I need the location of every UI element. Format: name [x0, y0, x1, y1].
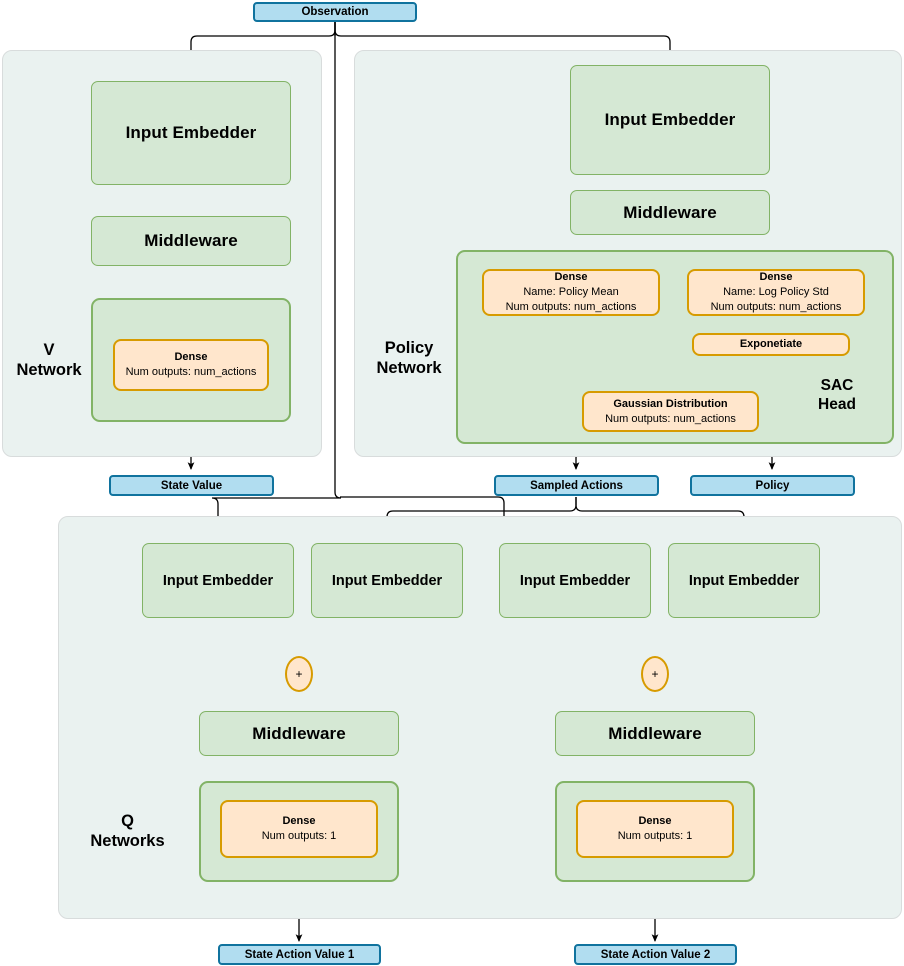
v-middleware-label: Middleware [144, 231, 238, 250]
q1-dense[interactable]: Dense Num outputs: 1 [220, 800, 378, 858]
q2-dense[interactable]: Dense Num outputs: 1 [576, 800, 734, 858]
io-sampled-actions[interactable]: Sampled Actions [494, 475, 659, 496]
q2-dense-title: Dense [638, 815, 672, 828]
policy-middleware[interactable]: Middleware [570, 190, 770, 235]
q1-input-embedder-b[interactable]: Input Embedder [311, 543, 463, 618]
q1-input-embedder-a-label: Input Embedder [162, 572, 274, 589]
dense-log-policy-std-title: Dense [759, 271, 793, 284]
q-networks-label-line1: Q [121, 811, 134, 830]
io-state-action-value-2[interactable]: State Action Value 2 [574, 944, 737, 965]
v-network-label-line2: Network [16, 361, 82, 379]
q1-middleware-label: Middleware [252, 723, 346, 743]
v-dense[interactable]: Dense Num outputs: num_actions [113, 339, 269, 391]
q2-input-embedder-a-label: Input Embedder [519, 572, 631, 589]
io-sampled-actions-label: Sampled Actions [530, 479, 623, 492]
v-dense-title: Dense [174, 351, 208, 364]
q-networks-label: Q Networks [75, 803, 180, 859]
sac-head-label-line1: SAC [820, 377, 854, 395]
v-network-label-line1: V [43, 340, 55, 359]
io-state-action-value-1[interactable]: State Action Value 1 [218, 944, 381, 965]
policy-input-embedder[interactable]: Input Embedder [570, 65, 770, 175]
q1-dense-title: Dense [282, 815, 316, 828]
io-state-value-label: State Value [160, 479, 223, 492]
policy-input-embedder-label: Input Embedder [604, 110, 736, 129]
io-state-action-value-1-label: State Action Value 1 [244, 948, 355, 961]
io-observation-label: Observation [301, 6, 369, 18]
io-state-action-value-2-label: State Action Value 2 [600, 948, 711, 961]
io-policy-label: Policy [755, 479, 790, 492]
dense-log-policy-std[interactable]: Dense Name: Log Policy Std Num outputs: … [687, 269, 865, 316]
q1-input-embedder-b-label: Input Embedder [331, 572, 443, 589]
dense-log-policy-std-name: Name: Log Policy Std [723, 286, 829, 299]
q-networks-label-line2: Networks [90, 832, 165, 850]
q2-middleware-label: Middleware [608, 723, 702, 743]
gaussian-distribution-title: Gaussian Distribution [613, 397, 728, 410]
q1-dense-outputs: Num outputs: 1 [261, 830, 337, 842]
exponetiate-label: Exponetiate [739, 338, 803, 351]
q2-input-embedder-b-label: Input Embedder [688, 572, 800, 589]
dense-policy-mean-outputs: Num outputs: num_actions [505, 300, 637, 313]
q1-merge-add-label: + [295, 667, 303, 681]
io-observation[interactable]: Observation [253, 2, 417, 22]
v-dense-outputs: Num outputs: num_actions [125, 366, 257, 378]
q2-input-embedder-a[interactable]: Input Embedder [499, 543, 651, 618]
io-policy[interactable]: Policy [690, 475, 855, 496]
gaussian-distribution[interactable]: Gaussian Distribution Num outputs: num_a… [582, 391, 759, 432]
dense-policy-mean-title: Dense [554, 271, 588, 284]
q1-middleware[interactable]: Middleware [199, 711, 399, 756]
v-input-embedder-label: Input Embedder [125, 123, 257, 142]
dense-policy-mean[interactable]: Dense Name: Policy Mean Num outputs: num… [482, 269, 660, 316]
policy-network-label-line2: Network [376, 359, 442, 377]
policy-network-label: Policy Network [363, 330, 455, 386]
policy-network-label-line1: Policy [384, 338, 434, 357]
q2-middleware[interactable]: Middleware [555, 711, 755, 756]
exponetiate-block[interactable]: Exponetiate [692, 333, 850, 356]
q1-input-embedder-a[interactable]: Input Embedder [142, 543, 294, 618]
q2-input-embedder-b[interactable]: Input Embedder [668, 543, 820, 618]
dense-policy-mean-name: Name: Policy Mean [523, 286, 619, 299]
sac-head-label-line2: Head [818, 396, 856, 413]
v-network-label: V Network [10, 332, 88, 388]
gaussian-distribution-outputs: Num outputs: num_actions [605, 412, 736, 425]
q2-dense-outputs: Num outputs: 1 [617, 830, 693, 842]
q2-merge-add[interactable]: + [641, 656, 669, 692]
v-input-embedder[interactable]: Input Embedder [91, 81, 291, 185]
policy-middleware-label: Middleware [623, 202, 717, 222]
v-middleware[interactable]: Middleware [91, 216, 291, 266]
dense-log-policy-std-outputs: Num outputs: num_actions [710, 300, 842, 313]
q1-merge-add[interactable]: + [285, 656, 313, 692]
q2-merge-add-label: + [651, 667, 659, 681]
sac-head-label: SAC Head [800, 371, 874, 421]
io-state-value[interactable]: State Value [109, 475, 274, 496]
